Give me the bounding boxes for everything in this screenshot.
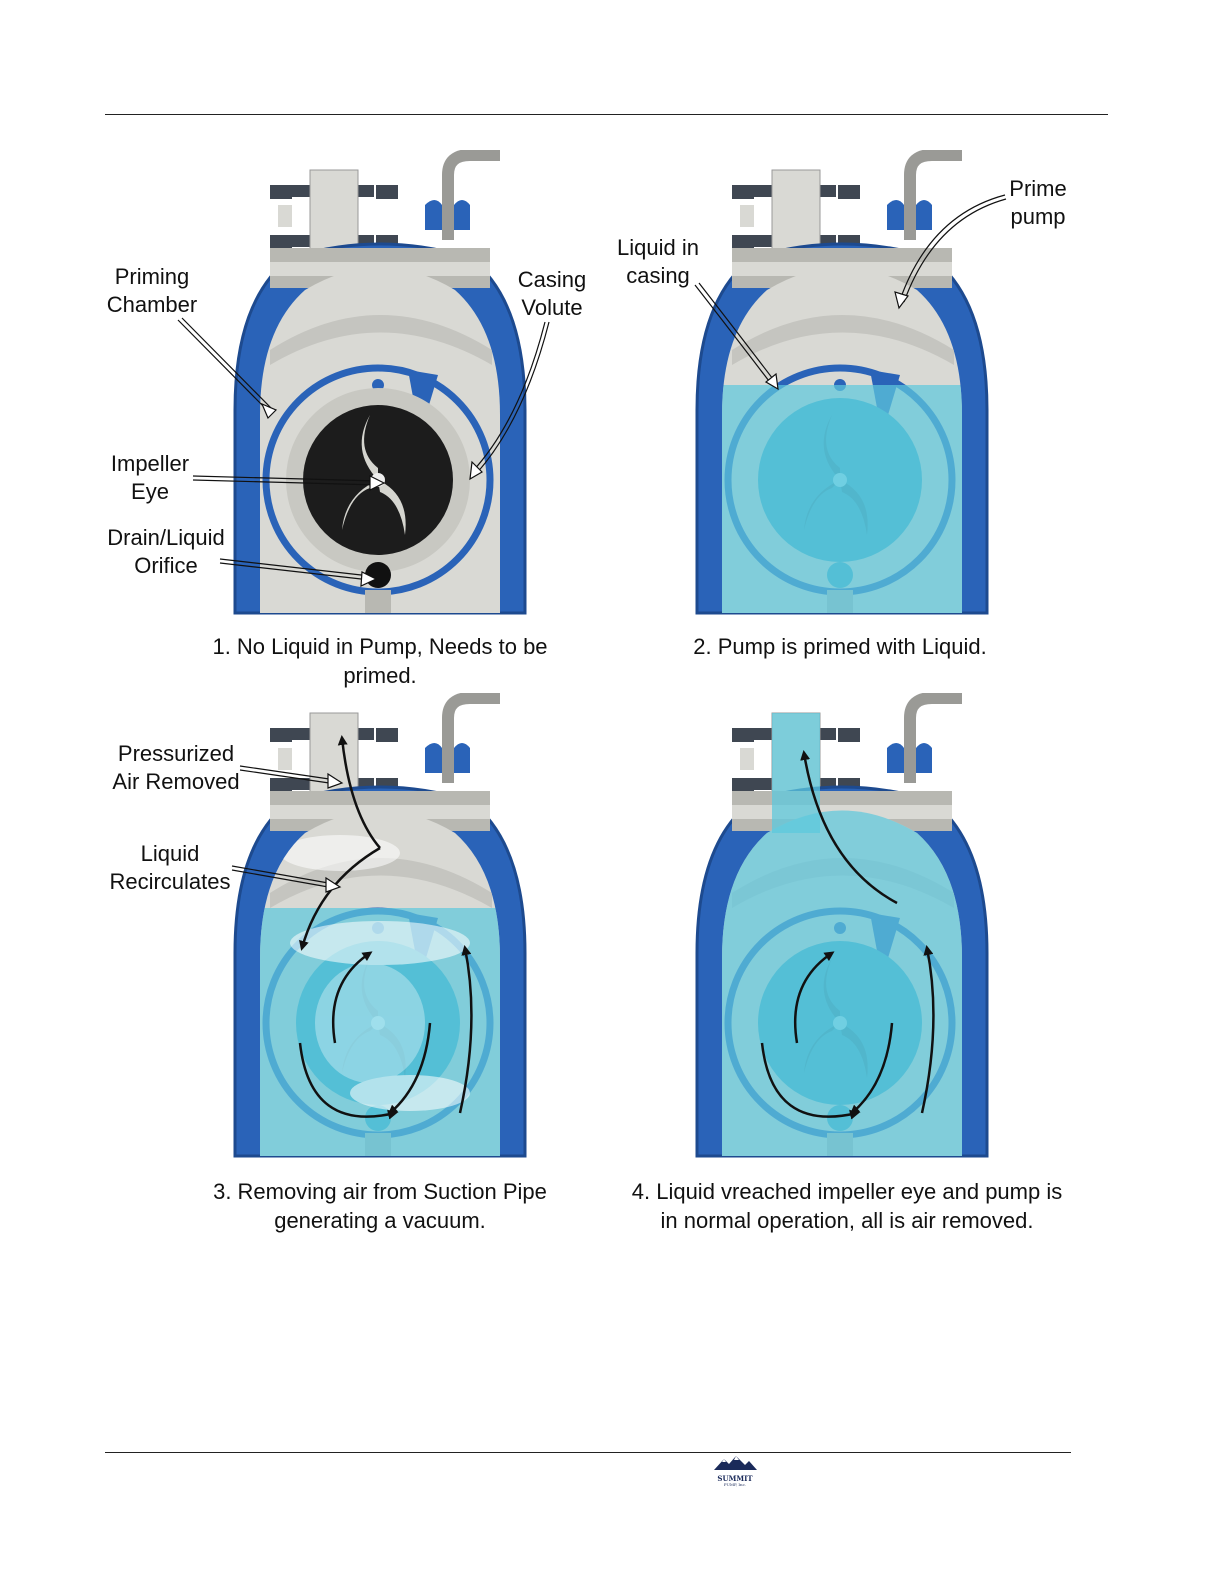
- pump-panel-2: [692, 150, 992, 620]
- mountain-icon: [714, 1456, 757, 1470]
- logo-subtitle: PUMP, Inc.: [723, 1482, 747, 1487]
- summit-pump-logo: SUMMIT PUMP, Inc.: [712, 1456, 758, 1488]
- pump-panel-4: [692, 693, 992, 1163]
- pump-cutaway-full: [695, 693, 989, 1158]
- caption-panel-4: 4. Liquid vreached impeller eye and pump…: [631, 1179, 1063, 1233]
- label-liquid-in-casing: Liquid in casing: [617, 235, 699, 288]
- pump-cutaway-primed: [695, 150, 989, 615]
- caption-panel-1: 1. No Liquid in Pump, Needs to be primed…: [212, 634, 548, 688]
- label-pressurized-air: Pressurized Air Removed: [112, 741, 240, 794]
- pump-panel-3: [230, 693, 530, 1163]
- label-prime-pump: Prime pump: [1009, 176, 1067, 229]
- label-priming-chamber: Priming Chamber: [106, 264, 198, 317]
- label-drain-orifice: Drain/Liquid Orifice: [107, 525, 225, 578]
- top-rule: [105, 114, 1108, 115]
- pump-cutaway-empty: [233, 150, 527, 615]
- bottom-rule: [105, 1452, 1071, 1453]
- label-casing-volute: Casing Volute: [517, 267, 587, 320]
- label-liquid-recirculates: Liquid Recirculates: [109, 841, 231, 894]
- logo-wordmark: SUMMIT: [717, 1474, 753, 1483]
- pump-cutaway-mixing: [233, 693, 527, 1158]
- caption-panel-2: 2. Pump is primed with Liquid.: [693, 634, 987, 659]
- label-impeller-eye: Impeller Eye: [110, 451, 190, 504]
- pump-panel-1: [230, 150, 530, 620]
- caption-panel-3: 3. Removing air from Suction Pipe genera…: [213, 1179, 547, 1233]
